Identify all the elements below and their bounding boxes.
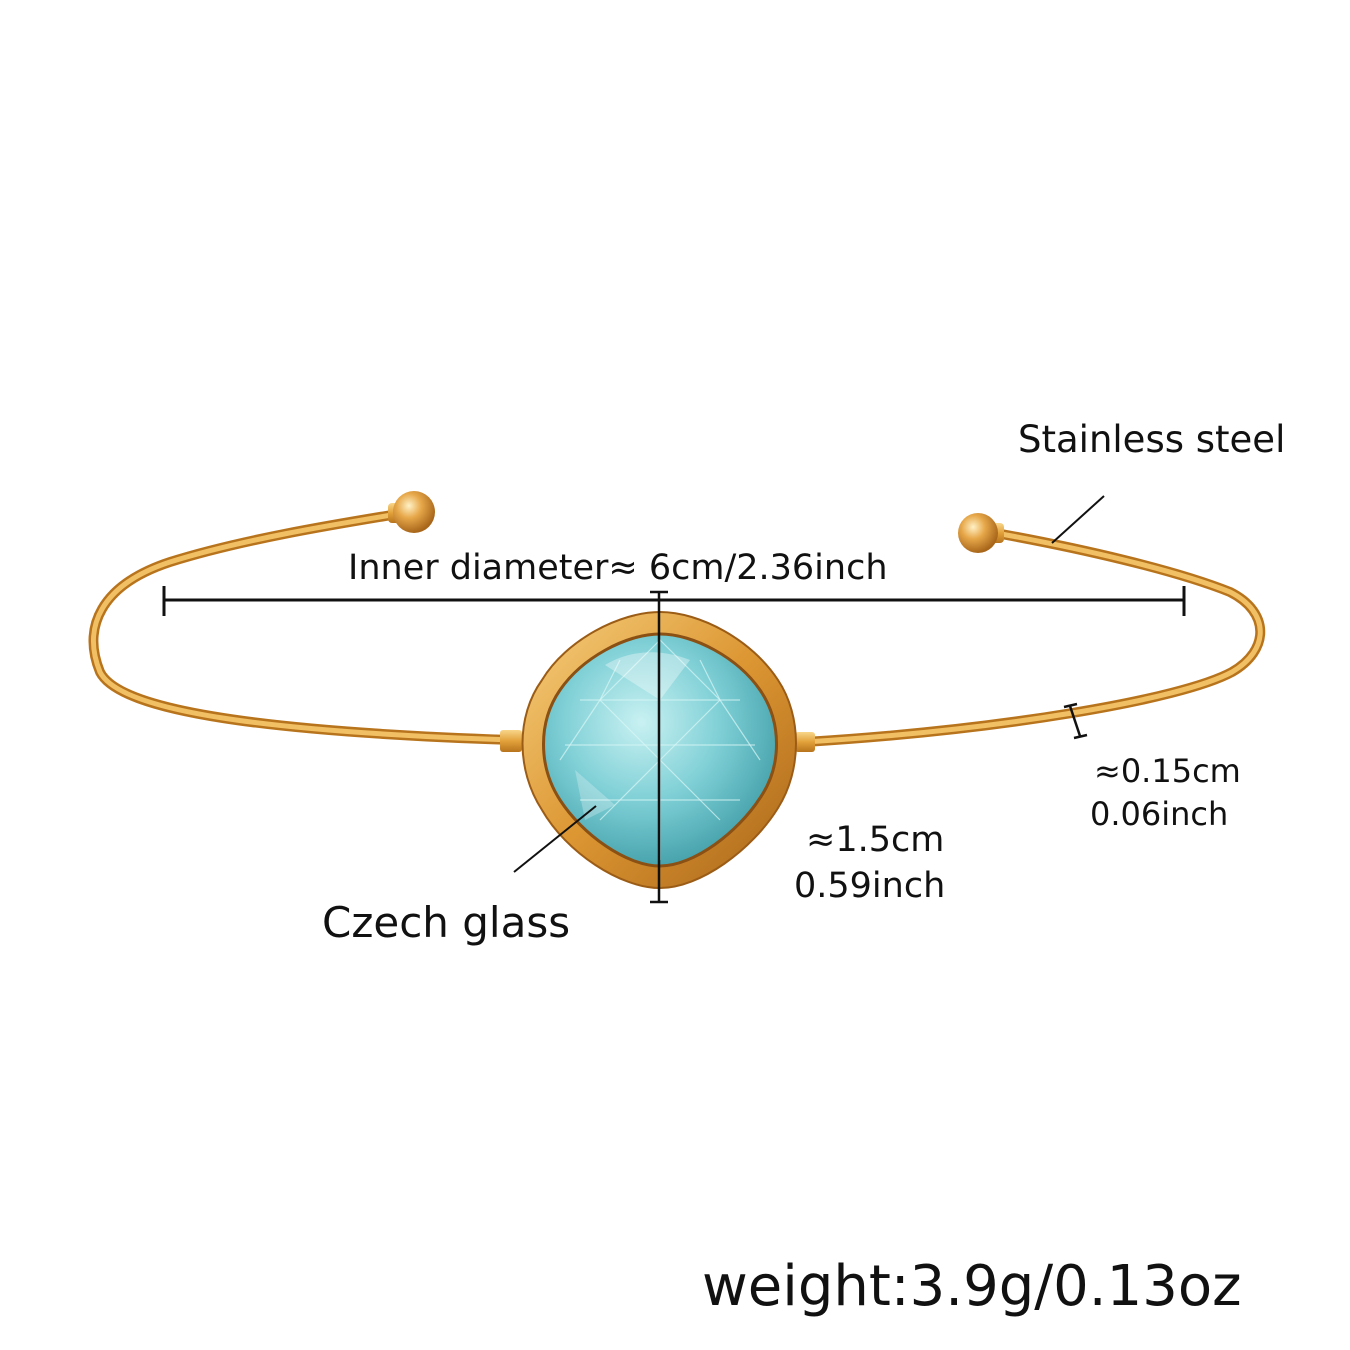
bracelet-wire [88, 508, 1266, 752]
stone-size-cm-label: ≈1.5cm [806, 820, 945, 860]
stone-size-dimension-line [650, 590, 668, 904]
material-label: Stainless steel [1018, 418, 1286, 461]
stone-size-inch-label: 0.59inch [794, 866, 946, 906]
stainless-steel-leader-line [1051, 495, 1105, 544]
stone-name-label: Czech glass [322, 898, 571, 947]
czech-glass-leader-line [513, 805, 597, 873]
bracelet-ball-end-left [388, 491, 435, 533]
wire-thickness-inch-label: 0.06inch [1090, 795, 1229, 833]
inner-diameter-dimension-line [162, 586, 1186, 616]
weight-label: weight:3.9g/0.13oz [702, 1254, 1242, 1319]
inner-diameter-label: Inner diameter≈ 6cm/2.36inch [348, 548, 888, 588]
bracelet-ball-end-right [958, 513, 1004, 553]
wire-thickness-cm-label: ≈0.15cm [1094, 752, 1241, 790]
wire-thickness-indicator [1063, 702, 1088, 740]
